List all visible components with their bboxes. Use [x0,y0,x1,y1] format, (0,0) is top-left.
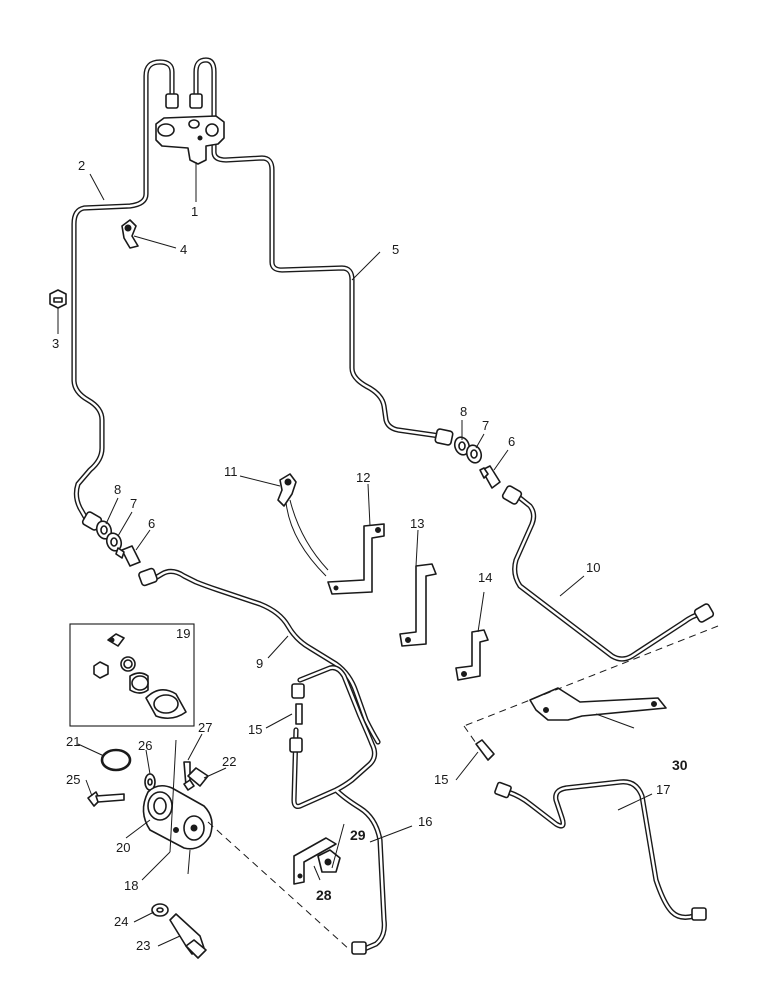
label-17: 17 [656,782,670,797]
pipe-2 [71,59,175,525]
bolt-23 [169,913,207,959]
label-27: 27 [198,720,212,735]
label-13: 13 [410,516,424,531]
label-6-left: 6 [148,516,155,531]
leader-lines [57,162,653,947]
label-3: 3 [52,336,59,351]
distribution-block-1 [155,115,225,165]
pipe-10 [512,495,703,662]
washer-24 [151,903,169,917]
clip-4 [121,219,139,249]
label-8-right: 8 [460,404,467,419]
label-11: 11 [224,464,238,479]
label-6-right: 6 [508,434,515,449]
label-18: 18 [124,878,138,893]
label-7-right: 7 [482,418,489,433]
bracket-30 [529,687,667,721]
label-2: 2 [78,158,85,173]
bracket-12 [327,523,385,595]
fittings-right [453,436,501,489]
label-9: 9 [256,656,263,671]
clip-11 [277,473,329,577]
clip-29 [317,849,341,873]
pipe-end-nuts [81,93,715,955]
label-23: 23 [136,938,150,953]
label-15-right: 15 [434,772,448,787]
pipe-17 [505,779,697,920]
label-15-left: 15 [248,722,262,737]
callout-labels: 1 2 3 4 5 6 6 7 7 8 8 9 10 11 12 13 14 1… [52,158,688,953]
pipe-5 [193,57,443,439]
label-4: 4 [180,242,187,257]
label-21: 21 [66,734,80,749]
bracket-28 [293,837,337,885]
dashed-connector-lines [207,625,719,951]
label-10: 10 [586,560,600,575]
pipe-16 [291,665,387,953]
bracket-13 [399,563,437,647]
o-ring-21 [100,748,132,772]
label-24: 24 [114,914,128,929]
label-5: 5 [392,242,399,257]
slave-cylinder-18 [142,784,213,850]
label-20: 20 [116,840,130,855]
label-16: 16 [418,814,432,829]
label-25: 25 [66,772,80,787]
nut-3 [49,289,67,309]
repair-kit-box-19 [69,623,195,727]
label-22: 22 [222,754,236,769]
label-26: 26 [138,738,152,753]
label-12: 12 [356,470,370,485]
label-28: 28 [316,887,332,903]
bracket-14 [455,629,489,681]
label-14: 14 [478,570,492,585]
label-7-left: 7 [130,496,137,511]
connector-15 [295,703,495,761]
label-8-left: 8 [114,482,121,497]
label-30: 30 [672,757,688,773]
label-1: 1 [191,204,198,219]
label-19: 19 [176,626,190,641]
pipe-9 [149,568,381,745]
label-29: 29 [350,827,366,843]
fittings-left [95,520,141,567]
bolt-25 [87,791,125,807]
